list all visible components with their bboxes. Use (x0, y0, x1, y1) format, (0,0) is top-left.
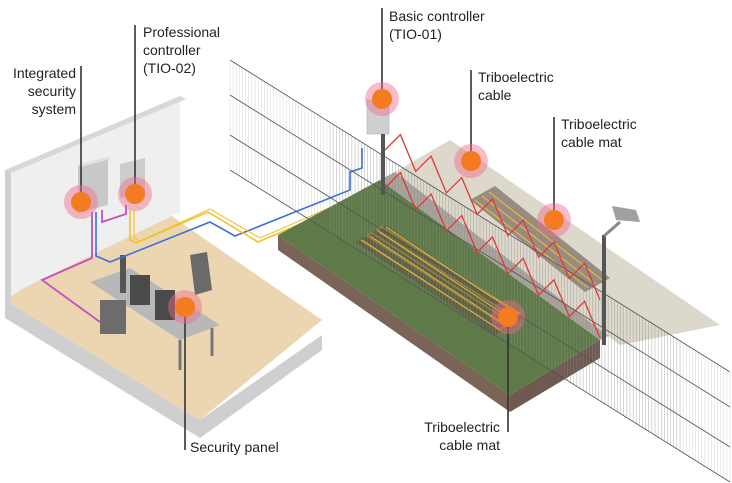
camera-arm (603, 220, 621, 238)
office-chair (190, 252, 212, 295)
label-integrated-security-system: Integrated security system (12, 65, 76, 117)
soil-edge (278, 235, 510, 412)
monitor (155, 290, 175, 320)
label-triboelectric-cable: Triboelectric cable (478, 69, 554, 103)
soil-edge-front (510, 340, 600, 412)
fence-mat-trench (470, 186, 610, 292)
cable-yellow-indoor (129, 189, 381, 244)
monitor (120, 255, 126, 293)
label-security-panel: Security panel (190, 439, 279, 455)
label-professional-controller: Professional controller (TIO-02) (143, 24, 221, 76)
wall-top (5, 96, 186, 173)
leader-lines (80, 8, 555, 450)
ground-cable-mat-lines (361, 226, 521, 331)
marker-professional-controller[interactable] (118, 177, 152, 211)
monitor (130, 275, 150, 305)
marker-cable-mat-fence[interactable] (537, 203, 571, 237)
wall-side (5, 170, 11, 305)
label-cable-mat-ground: Triboelectric cable mat (424, 419, 500, 453)
security-camera (612, 206, 640, 222)
fence-rail (229, 94, 731, 408)
pc-tower (100, 300, 126, 334)
ground-mat-trench (355, 225, 525, 335)
fence-rail (229, 169, 731, 483)
cable-magenta (40, 212, 101, 323)
cable-magenta-2 (101, 205, 127, 224)
fence-rail (229, 134, 731, 448)
control-room (5, 96, 381, 438)
marker-basic-controller[interactable] (365, 82, 399, 116)
marker-cable-mat-ground[interactable] (491, 300, 525, 334)
marker-security-panel[interactable] (168, 290, 202, 324)
cable-yellow-indoor-2 (133, 185, 381, 242)
label-basic-controller: Basic controller (TIO-01) (389, 8, 485, 42)
markers (64, 82, 571, 334)
security-system-cabinet-top (78, 157, 111, 167)
marker-triboelectric-cable[interactable] (454, 144, 488, 178)
fence-rail (229, 59, 731, 373)
marker-integrated-security-system[interactable] (64, 185, 98, 219)
floor-slab-edge (5, 300, 322, 438)
triboelectric-cable-zigzag (384, 133, 601, 339)
label-cable-mat-fence: Triboelectric cable mat (561, 116, 637, 150)
fence (229, 59, 731, 483)
